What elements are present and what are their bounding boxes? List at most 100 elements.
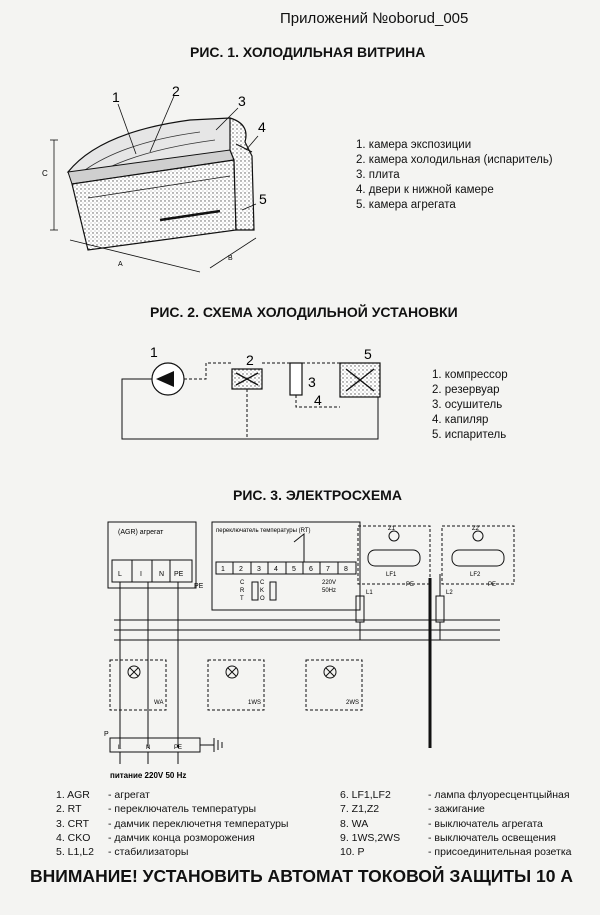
lamp-lf2: LF2	[470, 572, 481, 578]
legend-row: 9. 1WS,2WS - выключатель освещения	[340, 831, 572, 845]
legend-left: 1. AGR - агрегат 2. RT - переключатель тем…	[56, 788, 288, 859]
legend-desc: - лампа флуоресцентцыйная	[428, 789, 570, 801]
agr-terminal-n: N	[159, 571, 164, 578]
legend-code: 2. RT	[56, 803, 82, 816]
socket-terminal-n: N	[146, 745, 150, 751]
legend-row: 7. Z1,Z2- зажигание	[340, 802, 572, 816]
crt-letter-r: R	[240, 588, 245, 594]
display-case-drawing: C A B 1 2 3 4 5	[42, 83, 267, 273]
legend-row: 8. WA - выключатель агрегата	[340, 817, 572, 831]
rt-label: переключатель температуры (RT)	[216, 528, 311, 534]
legend-code: 6. LF1,LF2	[340, 789, 391, 801]
fig1-callout-2: 2	[172, 83, 180, 99]
legend-code: 7. Z1,Z2	[340, 803, 380, 816]
fig3-title: РИС. 3. ЭЛЕКТРОСХЕМА	[233, 487, 402, 503]
rt-terminal-5: 5	[292, 566, 296, 573]
appendix-header: Приложений №oborud_005	[280, 10, 469, 27]
fig2-part-2: 2. резервуар	[432, 384, 500, 396]
fig1-part-5: 5. камера агрегата	[356, 199, 456, 211]
fig1-part-1: 1. камера экспозиции	[356, 139, 472, 151]
fig2-title: РИС. 2. СХЕМА ХОЛОДИЛЬНОЙ УСТАНОВКИ	[150, 304, 458, 320]
legend-desc: - стабилизаторы	[108, 846, 189, 859]
legend-code: 3. CRT	[56, 817, 90, 830]
fig2-parts-list: 1. компрессор 2. резервуар 3. осушитель …	[432, 368, 508, 443]
rt-terminal-4: 4	[274, 566, 278, 573]
fig1-callout-3: 3	[238, 93, 246, 109]
crt-letter-c: C	[240, 580, 245, 586]
fig1-callout-4: 4	[258, 119, 266, 135]
switch-wa-label: WA	[154, 700, 163, 706]
fig2-callout-3: 3	[308, 374, 316, 390]
power-supply-label: питание 220V 50 Hz	[110, 771, 186, 780]
rt-voltage: 220V	[322, 580, 336, 586]
fig1-title: РИС. 1. ХОЛОДИЛЬНАЯ ВИТРИНА	[190, 44, 426, 60]
legend-row: 3. CRT - дамчик переключетня температуры	[56, 817, 288, 831]
agr-pe-label: PE	[194, 583, 204, 590]
dim-c: C	[42, 169, 48, 178]
legend-desc: - присоединительная розетка	[428, 846, 572, 859]
agr-terminal-l: L	[118, 571, 122, 578]
legend-code: 10. P	[340, 846, 365, 859]
legend-desc: - переключатель температуры	[108, 803, 257, 816]
cko-letter-k: K	[260, 588, 264, 594]
cko-letter-o: O	[260, 596, 265, 602]
legend-row: 4. CKO - дамчик конца розморожения	[56, 831, 288, 845]
rt-terminal-1: 1	[221, 566, 225, 573]
agr-terminal-i: I	[140, 571, 142, 578]
lamp-lf1: LF1	[386, 572, 397, 578]
lamp2-pe-label: PE	[488, 582, 496, 588]
crt-letter-t: T	[240, 596, 244, 602]
legend-desc: - выключатель освещения	[428, 831, 556, 844]
socket-p-label: P	[104, 731, 109, 738]
lamp1-pe-label: PE	[406, 582, 414, 588]
legend-desc: - дамчик переключетня температуры	[108, 817, 289, 830]
fig1-part-3: 3. плита	[356, 169, 400, 181]
dim-b: B	[228, 255, 233, 262]
switch-2ws-label: 2WS	[346, 700, 359, 706]
dim-a: A	[118, 261, 123, 268]
legend-row: 5. L1,L2- стабилизаторы	[56, 845, 288, 859]
warning-banner: ВНИМАНИЕ! УСТАНОВИТЬ АВТОМАТ ТОКОВОЙ ЗАЩ…	[30, 866, 574, 886]
fig1-part-2: 2. камера холодильная (испаритель)	[356, 154, 553, 166]
fig2-callout-1: 1	[150, 345, 158, 360]
rt-terminal-6: 6	[309, 566, 313, 573]
switch-1ws-label: 1WS	[248, 700, 261, 706]
legend-desc: - выключатель агрегата	[428, 817, 543, 830]
legend-desc: - дамчик конца розморожения	[108, 831, 255, 844]
fig1-parts-list: 1. камера экспозиции 2. камера холодильн…	[356, 138, 553, 213]
legend-row: 2. RT - переключатель температуры	[56, 802, 288, 816]
wiring-diagram: (AGR) агрегат L I N PE PE переключатель …	[104, 521, 515, 780]
stabilizer-l2: L2	[446, 590, 453, 596]
legend-row: 6. LF1,LF2 - лампа флуоресцентцыйная	[340, 788, 572, 802]
socket-terminal-pe: PE	[174, 745, 182, 751]
cko-letter-c: C	[260, 580, 265, 586]
ignitor-z2: Z2	[472, 526, 480, 532]
agr-label: (AGR) агрегат	[118, 529, 164, 536]
ignitor-z1: Z1	[388, 526, 396, 532]
legend-row: 10. P - присоединительная розетка	[340, 845, 572, 859]
rt-frequency: 50Hz	[322, 588, 336, 594]
legend-right: 6. LF1,LF2 - лампа флуоресцентцыйная 7. Z…	[340, 788, 572, 859]
legend-code: 4. CKO	[56, 831, 91, 844]
rt-terminal-8: 8	[344, 566, 348, 573]
stabilizer-l1: L1	[366, 590, 373, 596]
fig2-part-4: 4. капиляр	[432, 414, 489, 426]
refrigeration-schematic: 1 2 3 4 5	[121, 345, 381, 440]
fig2-part-1: 1. компрессор	[432, 369, 508, 381]
rt-terminal-7: 7	[326, 566, 330, 573]
socket-terminal-l: L	[118, 745, 122, 751]
legend-code: 8. WA	[340, 817, 369, 830]
legend-desc: - агрегат	[108, 789, 150, 801]
fig2-callout-4: 4	[314, 392, 322, 408]
fig2-callout-2: 2	[246, 352, 254, 368]
agr-terminal-pe: PE	[174, 571, 184, 578]
fig2-callout-5: 5	[364, 346, 372, 362]
legend-code: 9. 1WS,2WS	[340, 831, 401, 844]
legend-code: 1. AGR	[56, 789, 90, 801]
fig2-part-5: 5. испаритель	[432, 429, 507, 441]
legend-row: 1. AGR - агрегат	[56, 788, 288, 802]
fig1-callout-5: 5	[259, 191, 267, 207]
fig1-part-4: 4. двери к нижной камере	[356, 184, 494, 196]
fig2-part-3: 3. осушитель	[432, 399, 503, 411]
